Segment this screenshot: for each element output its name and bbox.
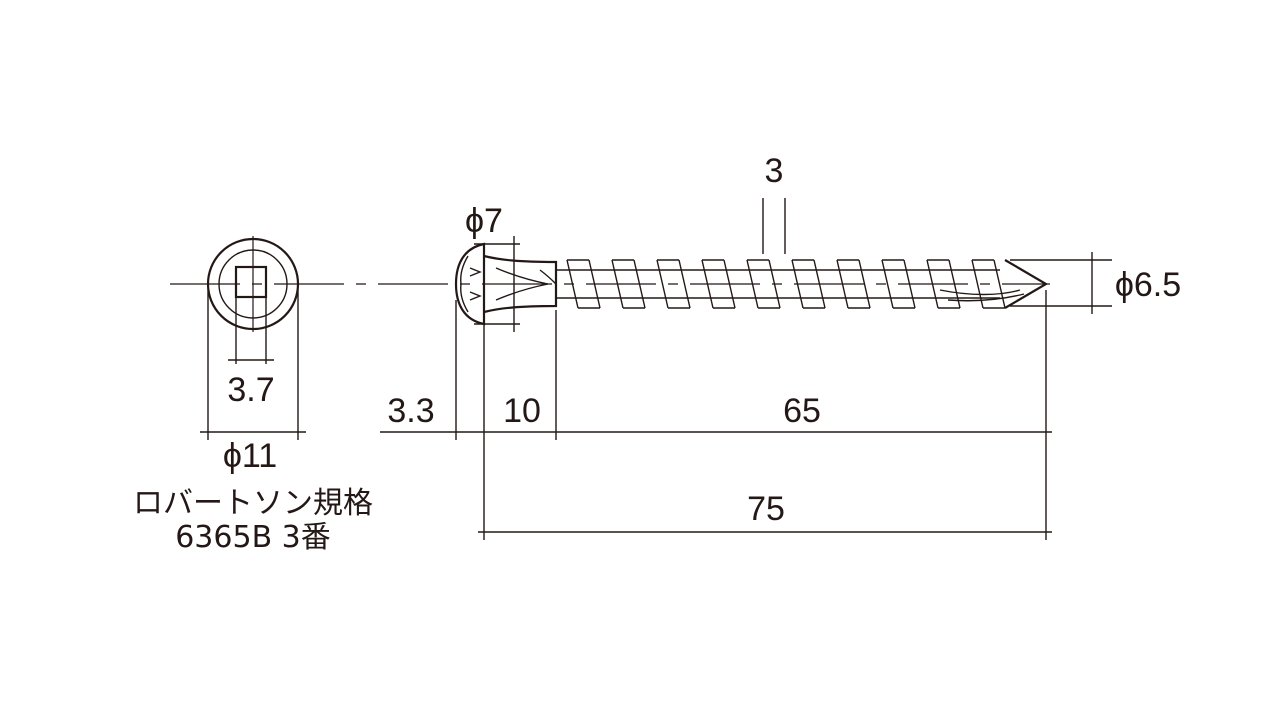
square-recess [234, 265, 268, 299]
head-diameter-dimension: ϕ7 [465, 202, 520, 332]
top-diameter-label: ϕ11 [223, 437, 277, 475]
head-top-view [170, 236, 1050, 332]
note-line-2: 6365B 3番 [175, 520, 331, 555]
thread-diameter-dimension: ϕ6.5 [1010, 252, 1181, 314]
thread-length-label: 65 [783, 392, 821, 430]
overall-length-label: 75 [747, 490, 785, 528]
pitch-dimension: 3 [762, 152, 786, 254]
screw-head [454, 242, 486, 326]
thread-pitch-label: 3 [765, 152, 784, 190]
thread-diameter-label: ϕ6.5 [1115, 266, 1181, 304]
top-diameter-dimension: ϕ11 [200, 290, 306, 475]
standard-note: ロバートソン規格 6365B 3番 [133, 486, 373, 555]
thread-ridges [566, 259, 1006, 309]
head-diameter-label: ϕ7 [465, 202, 503, 240]
neck-length-label: 10 [503, 392, 541, 430]
note-line-1: ロバートソン規格 [133, 486, 373, 521]
head-height-label: 3.3 [387, 392, 434, 430]
length-dimensions: 3.3 10 65 [380, 290, 1052, 540]
thread-crests [567, 259, 1005, 309]
screw-tip [1004, 259, 1049, 309]
recess-dimension: 3.7 [227, 297, 275, 409]
recess-size-label: 3.7 [227, 371, 274, 409]
screw-side-view [454, 242, 1049, 326]
overall-length-dimension: 75 [478, 490, 1052, 533]
